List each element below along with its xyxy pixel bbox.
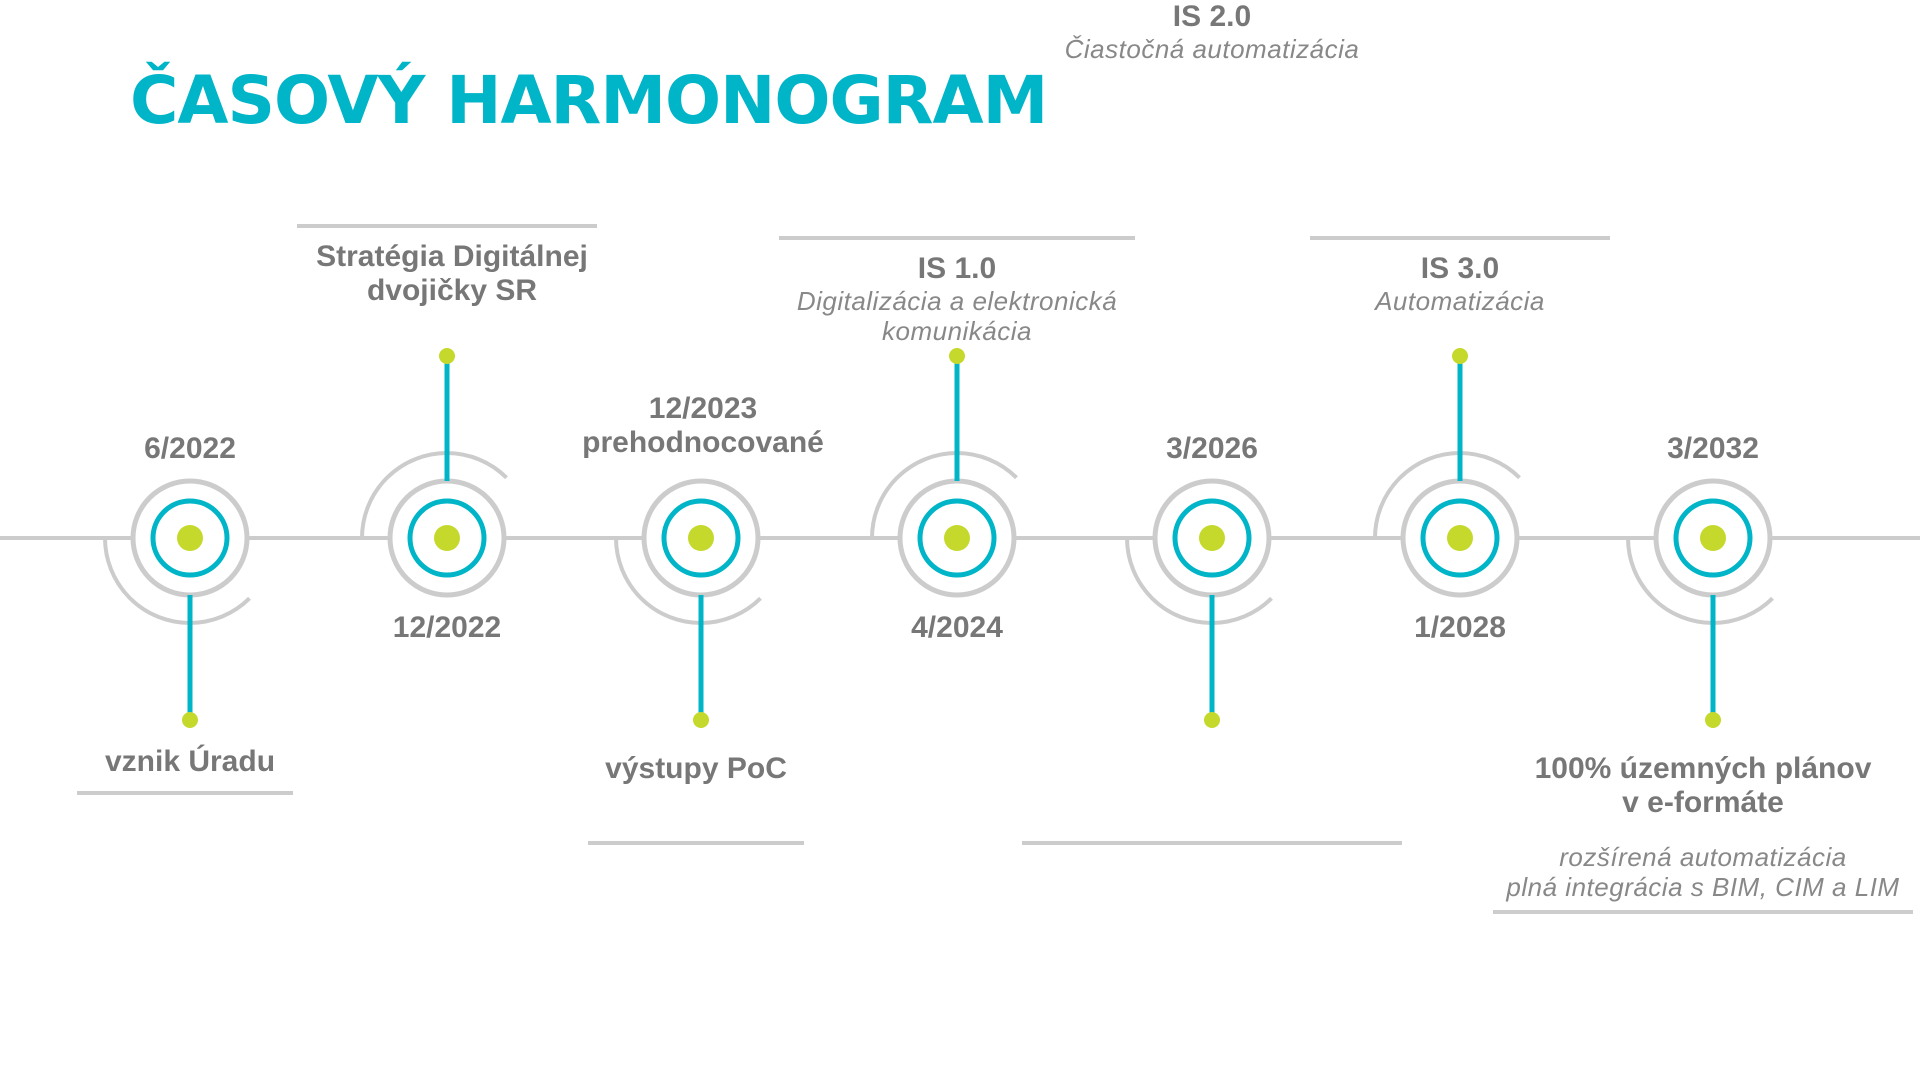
milestone-date: 3/2032 bbox=[1667, 432, 1759, 465]
stem-end-dot bbox=[439, 348, 455, 364]
milestone-dot bbox=[177, 525, 203, 551]
milestone-dot bbox=[434, 525, 460, 551]
milestone-arc bbox=[700, 596, 762, 625]
milestone-event: IS 3.0 bbox=[1420, 252, 1500, 285]
milestone-date: 3/2026 bbox=[1166, 432, 1258, 465]
milestone-date: 1/2028 bbox=[1414, 611, 1506, 644]
milestone-arc bbox=[870, 451, 958, 539]
milestone-arc bbox=[1211, 596, 1273, 625]
milestone-arc bbox=[956, 451, 1018, 480]
milestone-event: vznik Úradu bbox=[104, 745, 276, 778]
milestone-arc bbox=[360, 451, 448, 539]
milestone-arc bbox=[1712, 596, 1774, 625]
milestone-arc bbox=[446, 451, 508, 480]
milestone-event: IS 1.0 bbox=[917, 252, 997, 285]
milestone-dot bbox=[1700, 525, 1726, 551]
milestone-date: 6/2022 bbox=[144, 432, 236, 465]
stem-end-dot bbox=[1705, 712, 1721, 728]
milestone-arc bbox=[1373, 451, 1461, 539]
stem-end-dot bbox=[1452, 348, 1468, 364]
milestone-dot bbox=[1199, 525, 1225, 551]
milestone-arc bbox=[103, 537, 191, 625]
milestone-date: 12/2022 bbox=[392, 611, 502, 644]
milestone-subtitle: Automatizácia bbox=[1375, 286, 1545, 316]
milestone-dot bbox=[944, 525, 970, 551]
milestone-arc bbox=[1125, 537, 1213, 625]
milestone-event: IS 2.0 bbox=[1172, 0, 1252, 33]
milestone-arc bbox=[189, 596, 251, 625]
milestone-event: výstupy PoC bbox=[605, 752, 787, 785]
stem-end-dot bbox=[1204, 712, 1220, 728]
milestone-subtitle: Čiastočná automatizácia bbox=[1064, 34, 1360, 64]
stem-end-dot bbox=[949, 348, 965, 364]
stem-end-dot bbox=[182, 712, 198, 728]
milestone-dot bbox=[1447, 525, 1473, 551]
milestone-arc bbox=[1626, 537, 1714, 625]
stem-end-dot bbox=[693, 712, 709, 728]
page-title: ČASOVÝ HARMONOGRAM bbox=[130, 62, 1048, 139]
milestone-date: 4/2024 bbox=[911, 611, 1003, 644]
milestone-arc bbox=[614, 537, 702, 625]
milestone-arc bbox=[1459, 451, 1521, 480]
milestone-dot bbox=[688, 525, 714, 551]
